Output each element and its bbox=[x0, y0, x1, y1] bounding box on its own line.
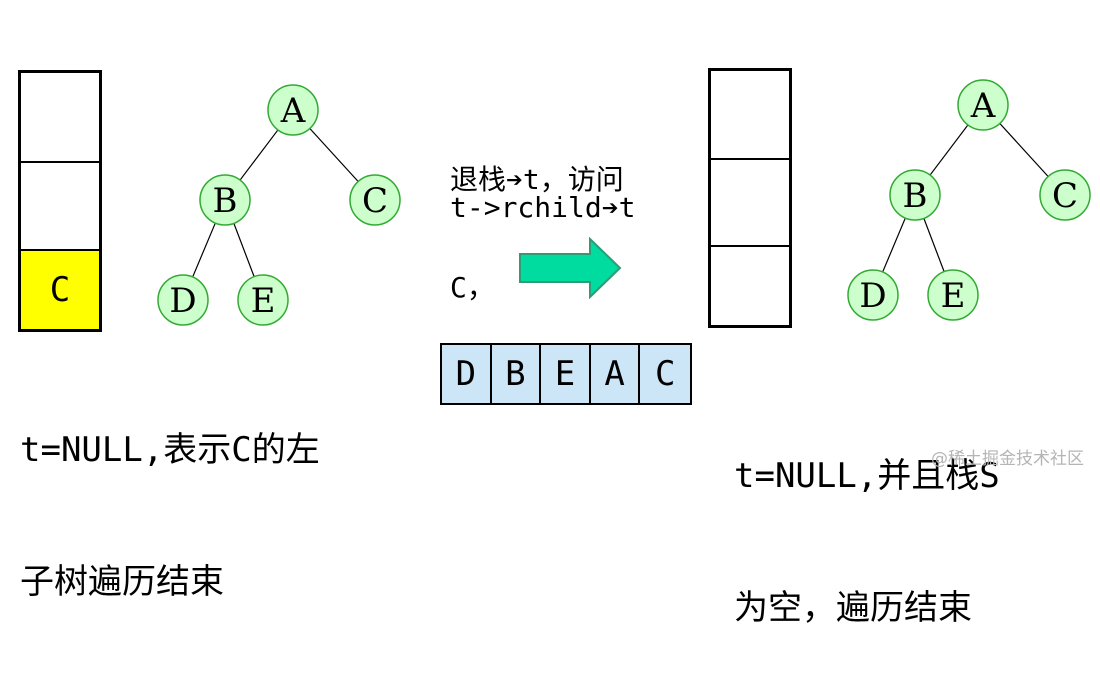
left-tree-node-E: E bbox=[237, 274, 289, 326]
left-tree-edge-A-B bbox=[239, 129, 279, 181]
left-binary-tree: A B C D E bbox=[157, 84, 401, 326]
step-line-2: C， bbox=[450, 271, 495, 304]
right-tree-node-label: B bbox=[903, 176, 928, 216]
right-arrow-icon bbox=[519, 236, 622, 300]
left-tree-node-label: E bbox=[251, 281, 276, 321]
left-caption-line-2: 子树遍历结束 bbox=[20, 562, 224, 602]
left-caption: t=NULL,表示C的左 子树遍历结束 bbox=[20, 340, 320, 648]
right-tree-edge-A-B bbox=[929, 124, 969, 176]
right-tree-node-D: D bbox=[847, 269, 899, 321]
right-tree-node-label: D bbox=[859, 276, 886, 316]
left-stack-cell-2 bbox=[21, 161, 99, 249]
right-caption-line-2: 为空，遍历结束 bbox=[734, 588, 972, 628]
sequence-cell: B bbox=[492, 345, 542, 403]
left-tree-node-label: A bbox=[280, 91, 306, 131]
right-binary-tree: A B C D E bbox=[847, 79, 1091, 321]
left-tree-edge-B-D bbox=[192, 222, 216, 278]
left-tree-edge-B-E bbox=[233, 223, 255, 277]
right-tree-edge-B-E bbox=[923, 218, 945, 272]
right-stack-cell-3 bbox=[711, 245, 789, 325]
right-stack-cell-2 bbox=[711, 158, 789, 245]
left-stack-cell-1 bbox=[21, 73, 99, 161]
right-tree-node-A: A bbox=[957, 79, 1009, 131]
right-tree-node-E: E bbox=[927, 269, 979, 321]
left-tree-node-label: D bbox=[169, 281, 196, 321]
right-tree-node-label: C bbox=[1052, 176, 1078, 216]
left-tree-node-label: C bbox=[362, 181, 388, 221]
left-caption-line-1: t=NULL,表示C的左 bbox=[20, 430, 320, 470]
right-tree-node-label: A bbox=[970, 86, 996, 126]
right-stack bbox=[708, 68, 792, 328]
left-stack: C bbox=[18, 70, 102, 332]
right-tree-edge-A-C bbox=[999, 123, 1049, 177]
step-line-3: t->rchild➔t bbox=[450, 191, 636, 224]
right-stack-cell-1 bbox=[711, 71, 789, 158]
step-description: 退栈➔t，访问 C， bbox=[450, 90, 624, 342]
left-tree-node-label: B bbox=[213, 181, 238, 221]
left-tree-node-B: B bbox=[199, 174, 251, 226]
left-tree-node-C: C bbox=[349, 174, 401, 226]
right-caption: t=NULL,并且栈S 为空，遍历结束 bbox=[734, 366, 1000, 674]
left-tree-node-A: A bbox=[267, 84, 319, 136]
left-tree-node-D: D bbox=[157, 274, 209, 326]
step-line-1: 退栈➔t，访问 bbox=[450, 163, 624, 196]
right-tree-edge-B-D bbox=[882, 217, 906, 273]
left-tree-edge-A-C bbox=[309, 128, 359, 182]
sequence-cell: D bbox=[442, 345, 492, 403]
right-tree-node-label: E bbox=[941, 276, 966, 316]
right-tree-node-C: C bbox=[1039, 169, 1091, 221]
left-stack-cell-3: C bbox=[21, 249, 99, 329]
sequence-cell: A bbox=[591, 345, 641, 403]
sequence-cell: C bbox=[654, 354, 676, 394]
sequence-cell: E bbox=[541, 345, 591, 403]
watermark: @稀土掘金技术社区 bbox=[931, 449, 1084, 469]
right-tree-node-B: B bbox=[889, 169, 941, 221]
